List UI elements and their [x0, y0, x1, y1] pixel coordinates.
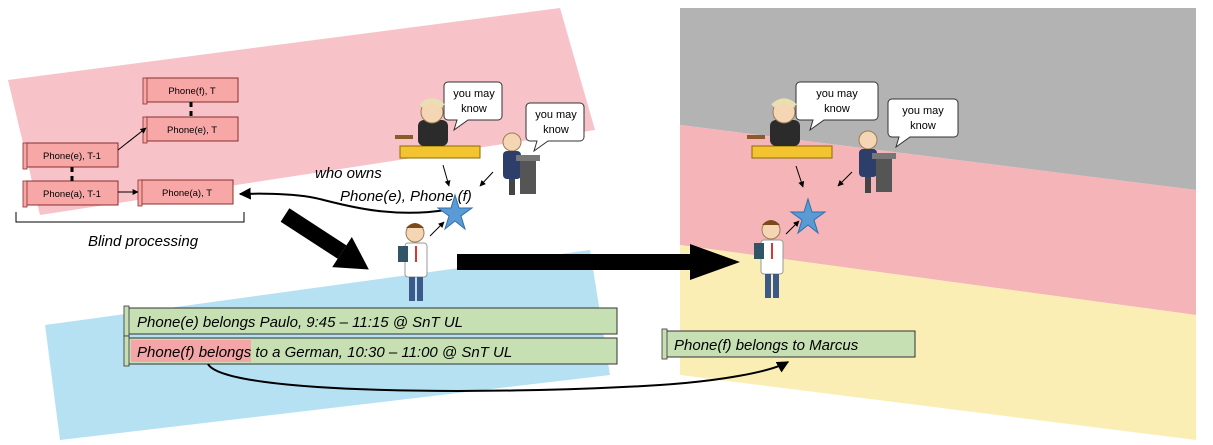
- phone-box-label: Phone(a), T: [162, 188, 212, 199]
- phone-box-a-t: Phone(a), T: [137, 179, 234, 207]
- judge-figure-right: [747, 98, 833, 159]
- phone-box-e-t: Phone(e), T: [142, 116, 239, 144]
- speech-bubble-4: you may know: [887, 98, 959, 149]
- small-arrow: [442, 164, 451, 187]
- query-arrow: [238, 187, 447, 214]
- bubble-text: know: [824, 103, 850, 115]
- small-arrow: [785, 220, 800, 235]
- doctor-figure-right: [754, 220, 784, 298]
- star-icon: [436, 193, 474, 231]
- result-text-2: Phone(f) belongs to a German, 10:30 – 11…: [137, 344, 512, 361]
- small-arrow: [429, 221, 445, 237]
- result-scroll-right: Phone(f) belongs to Marcus: [661, 328, 916, 360]
- blind-processing-bracket: [15, 212, 245, 223]
- query-text-line2: Phone(e), Phone (f): [340, 188, 472, 205]
- result-text-1: Phone(e) belongs Paulo, 9:45 – 11:15 @ S…: [137, 314, 463, 331]
- small-arrow: [837, 171, 853, 187]
- phone-box-label: Phone(e), T-1: [43, 151, 101, 162]
- bubble-text: know: [461, 103, 487, 115]
- speech-bubble-1: you may know: [443, 81, 503, 132]
- result-scroll-2: Phone(f) belongs to a German, 10:30 – 11…: [123, 335, 618, 367]
- small-arrow: [479, 171, 494, 187]
- pink-band: [8, 8, 595, 215]
- yellow-band: [680, 245, 1196, 440]
- speaker-figure: [502, 132, 540, 195]
- highlight-text: Phone(f) belongs: [137, 344, 252, 361]
- phone-box-label: Phone(f), T: [168, 86, 216, 97]
- blind-processing-label: Blind processing: [88, 233, 199, 250]
- bubble-text: know: [543, 124, 569, 136]
- phone-box-label: Phone(e), T: [167, 125, 217, 136]
- bubble-text: you may: [453, 88, 495, 100]
- speech-bubble-2: you may know: [525, 102, 585, 153]
- big-horizontal-arrow: [457, 244, 740, 280]
- phone-box-e-t1: Phone(e), T-1: [22, 142, 119, 170]
- bubble-text: you may: [816, 88, 858, 100]
- connector-arrow: [117, 127, 147, 151]
- speech-bubble-3: you may know: [795, 81, 879, 132]
- result-scroll-1: Phone(e) belongs Paulo, 9:45 – 11:15 @ S…: [123, 305, 618, 337]
- judge-figure: [395, 98, 481, 159]
- bubble-text: know: [910, 120, 936, 132]
- phone-box-a-t1: Phone(a), T-1: [22, 180, 119, 208]
- doctor-figure: [398, 223, 428, 301]
- result-text-right: Phone(f) belongs to Marcus: [674, 337, 859, 354]
- transfer-arrow: [207, 361, 790, 392]
- query-text-line1: who owns: [315, 165, 382, 182]
- small-arrow: [795, 165, 805, 188]
- red-band: [680, 125, 1196, 315]
- highlight-box: [131, 340, 251, 362]
- phone-box-f-t: Phone(f), T: [142, 77, 239, 105]
- bubble-text: you may: [535, 109, 577, 121]
- big-diagonal-arrow: [280, 208, 369, 270]
- star-icon: [789, 197, 827, 235]
- bubble-text: you may: [902, 105, 944, 117]
- phone-box-label: Phone(a), T-1: [43, 189, 101, 200]
- rest-text: to a German, 10:30 – 11:00 @ SnT UL: [251, 344, 512, 361]
- speaker-figure-right: [858, 130, 896, 193]
